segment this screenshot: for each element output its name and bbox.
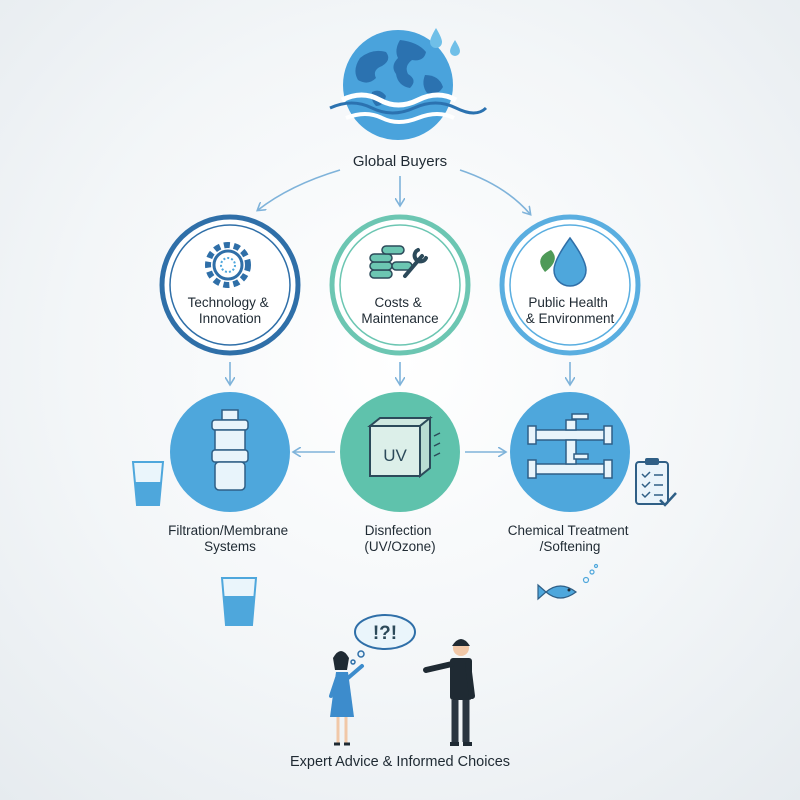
arrow-to-technology bbox=[258, 169, 341, 210]
uv-unit-icon: UV bbox=[367, 415, 441, 479]
footer-caption: Expert Advice & Informed Choices bbox=[290, 754, 510, 770]
solution-label-disinfection: Disnfection (UV/Ozone) bbox=[364, 523, 435, 554]
coins-wrench-icon bbox=[369, 245, 428, 279]
factor-technology bbox=[159, 214, 301, 356]
woman-figure bbox=[329, 651, 364, 746]
solution-disinfection: UV bbox=[340, 392, 460, 512]
page-title: Global Buyers bbox=[353, 153, 447, 170]
man-figure bbox=[423, 639, 475, 746]
gear-icon bbox=[205, 242, 251, 288]
factor-public-health bbox=[499, 214, 641, 356]
speech-bubble: !?! bbox=[350, 614, 416, 665]
water-glass-icon bbox=[220, 577, 258, 626]
solution-filtration bbox=[170, 392, 290, 512]
factor-label-costs: Costs & Maintenance bbox=[361, 295, 438, 326]
globe-icon bbox=[329, 28, 488, 140]
solution-chemical bbox=[510, 392, 630, 512]
uv-badge: UV bbox=[383, 446, 407, 465]
factor-costs bbox=[329, 214, 471, 356]
filter-cartridge-icon bbox=[211, 409, 249, 491]
factor-label-technology: Technology & Innovation bbox=[188, 295, 273, 326]
solution-label-filtration: Filtration/Membrane Systems bbox=[168, 523, 292, 554]
fish-icon bbox=[537, 563, 599, 601]
speech-bubble-text: !?! bbox=[373, 623, 397, 644]
clipboard-checklist-icon bbox=[635, 458, 677, 507]
water-glass-icon bbox=[131, 461, 165, 506]
arrow-to-public-health bbox=[459, 169, 530, 214]
factor-label-public-health: Public Health & Environment bbox=[526, 295, 615, 326]
pipes-valves-icon bbox=[527, 413, 613, 479]
solution-label-chemical: Chemical Treatment /Softening bbox=[508, 523, 633, 554]
water-drop-leaf-icon bbox=[540, 236, 587, 287]
